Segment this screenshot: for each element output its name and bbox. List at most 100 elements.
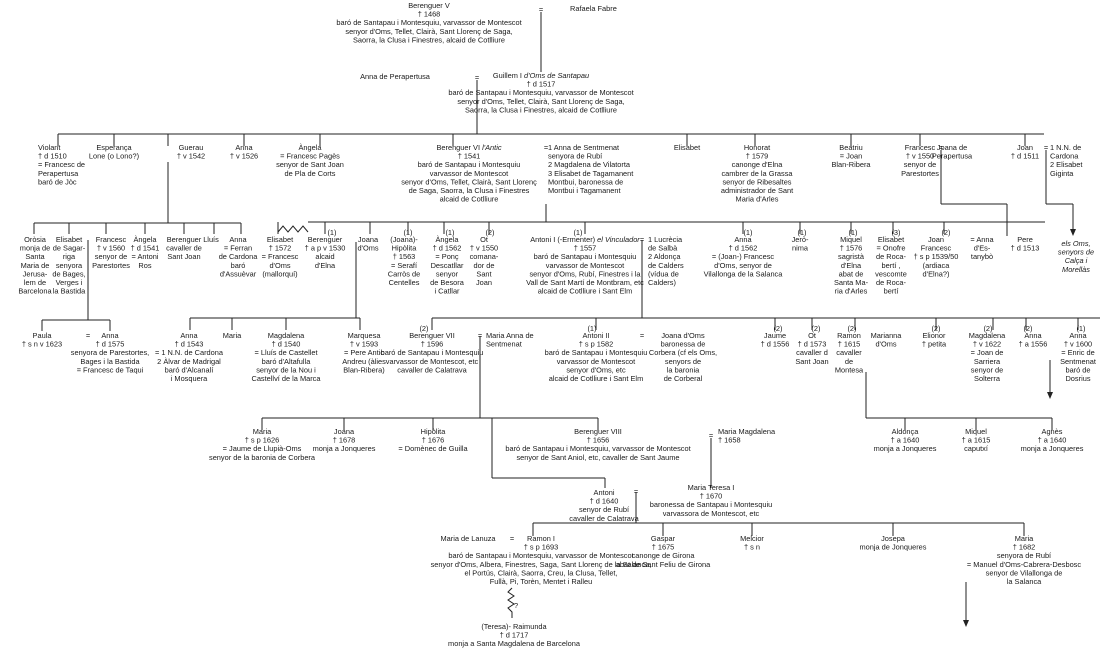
person-line: Lone (o Lono?) [89,152,139,161]
person-line: cavaller de Calatrava [397,365,467,374]
person-line: Magdalena [268,331,305,340]
person-line: Corbera (cf els Oms, [649,348,717,357]
person-line: † d 1517 [527,80,556,89]
marriage-number: (1) [797,228,806,237]
marriage-mark: = [939,143,943,152]
person-line: Joana [358,235,379,244]
person-line: 1 Lucrècia [648,235,683,244]
person-line: baró de Santapau i Montesquiu, varvassor… [505,444,690,453]
person-line: Bages i la Bastida [80,357,140,366]
person-line: Joana d'Oms [661,331,705,340]
marriage-number: (2) [1023,324,1032,333]
marriage-number: (1) [1076,324,1085,333]
person-line: senyor d'Oms, Tellet, Clairà, Sant Llore… [457,97,624,106]
person-line: Jaume [764,331,786,340]
person-line: † v 1622 [973,340,1001,349]
person-line: d'Oms [875,340,896,349]
person-line: alcaid de Cotlliure [440,195,499,204]
person-line: la Salanca [1007,577,1042,586]
person-line: la baronia [667,365,700,374]
person-line: = 1 N.N. de Cardona [155,348,224,357]
person-line: Aldonça [892,427,920,436]
person-line: Elisabet [56,235,82,244]
person-line: senyor de la baronia de Corbera [209,453,316,462]
person-line: Lluís [203,235,219,244]
person-line: Maria d'Arles [736,195,779,204]
person-line: 2 Elisabet [1050,160,1082,169]
person-maria-magdalena: Maria Magdalena† 1658 [718,427,776,445]
person-line: Joan [928,235,944,244]
person-line: Anna [1024,331,1042,340]
person-line: = Pere Antic [344,348,384,357]
person-line: senyor d'Oms, Tellet, Clairà, Sant Llore… [401,177,537,186]
person-line: Blan-Ribera [831,160,871,169]
marriage-mark: = [1044,143,1048,152]
person-line: † 1656 [587,436,610,445]
person-line: † d 1543 [175,340,204,349]
person-line: Perapertusa [932,152,973,161]
person-line: Parestortes [92,261,130,270]
person-line: Ot [480,235,488,244]
person-line: Marianna [871,331,903,340]
person-line: de Corberal [664,374,703,383]
person-line: (vídua de [648,269,679,278]
person-line: cavaller d [796,348,828,357]
person-line: Antoni I (-Ermenter) el Vinculador [530,235,640,244]
person-line: bertí , [882,261,901,270]
person-line: Francesc [96,235,127,244]
person-line: alcaid [315,252,334,261]
person-line: senyor de Vilallonga de [986,568,1063,577]
person-line: baró [231,261,246,270]
person-line: † 1596 [421,340,444,349]
person-line: i Mosquera [171,374,208,383]
person-line: † s p 1539/50 [914,252,959,261]
person-line: Àngela [298,143,322,152]
person-line: Berenguer VII [409,331,455,340]
person-line: senyor d'Oms, etc [566,365,626,374]
person-line: Joan [1017,143,1033,152]
person-line: Sant Joan [167,252,200,261]
numbers-layer: (1)(1)(1)(2)(1)(1)(1)(1)(3)(2)(2)(1)(2)(… [327,228,1085,333]
person-line: senyora de Parestortes, [71,348,149,357]
person-line: Blan-Ribera) [343,365,385,374]
person-line: Jerusa- [23,269,48,278]
person-line: = Antoni [132,252,159,261]
person-line: Ramon I [527,534,555,543]
person-line: varvassor de Montescot [557,357,635,366]
person-line: Elisabet [267,235,293,244]
person-line: † petita [922,340,947,349]
person-line: = Manuel d'Oms-Cabrera-Desbosc [967,560,1081,569]
person-line: de Calders [648,261,684,270]
person-hipolita-1676: Hipòlita† 1676= Domènec de Guilla [398,427,468,453]
person-line: Calders) [648,278,676,287]
person-line: (ardiaca [923,261,951,270]
person-line: Hipòlita [421,427,447,436]
person-line: senyor de la Nou i [256,365,316,374]
person-line: de Besora [430,278,465,287]
person-line: Jerò- [792,235,809,244]
person-line: Joan [476,278,492,287]
person-line: Rafaela Fabre [570,4,617,13]
person-line: de Roca- [876,252,907,261]
person-line: = Francesc [262,252,299,261]
uncertain-mark: ? [514,601,518,610]
person-line: alcaid de Cotlliure i Sant Elm [549,374,643,383]
person-line: Francesc [921,244,952,253]
person-maria-lanuza: Maria de Lanuza [440,534,496,543]
person-line: Barcelona [18,287,52,296]
person-line: † 1576 [840,244,863,253]
person-line: Saorra, la Clusa i Finestres, alcaid de … [465,105,617,114]
person-line: d'Oms [357,244,378,253]
person-line: Maria Teresa I [688,483,735,492]
person-line: Elisabet [878,235,904,244]
person-anna-1556: Anna† a 1556 [1019,331,1048,349]
